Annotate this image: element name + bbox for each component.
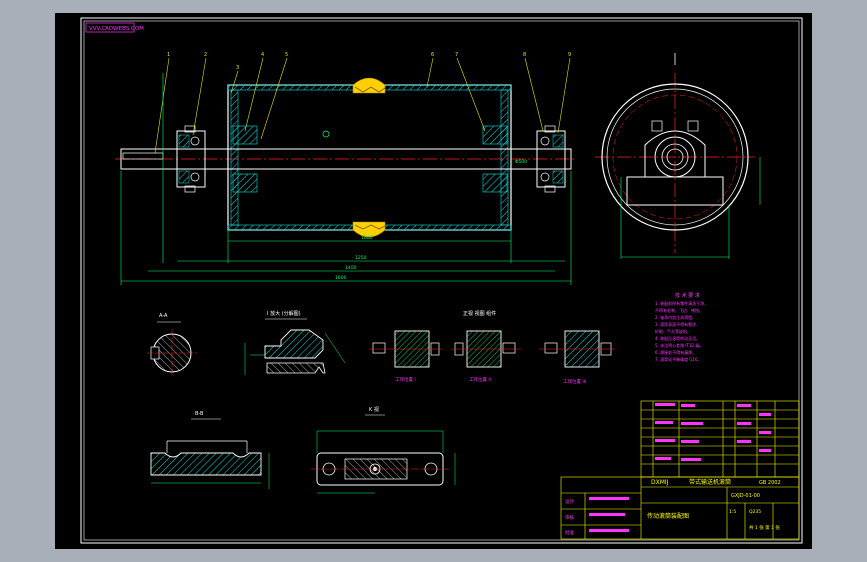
callout-3: 3 [236, 65, 239, 71]
title-checker: 审核 [565, 514, 574, 521]
bearing-left [176, 125, 206, 193]
title-material: Q235 [749, 509, 761, 515]
shaft-section-view: A-A [147, 313, 197, 377]
callout-numbers: 1 2 3 4 5 6 7 8 9 [167, 52, 571, 71]
label-slot-section: B-B [195, 411, 204, 417]
dimension-texts: 1600 1400 1250 1000 Φ500 [335, 159, 527, 281]
pillow-block-body [644, 130, 706, 177]
stamp-text: VVV.CADWEBS.COM [89, 26, 144, 32]
note-line-5: 砂眼、气孔等缺陷。 [655, 328, 691, 334]
stamp-box [85, 22, 135, 33]
note-line-2: 不得有毛刺、飞边、锈蚀。 [655, 307, 703, 313]
block-views: 正视 视图 组件 工作位置 I 工作位置 II 工作位置 III [369, 310, 615, 385]
callout-1: 1 [167, 52, 170, 58]
caption-block-2: 工作位置 II [469, 376, 491, 383]
drawing-sheet: VVV.CADWEBS.COM [55, 13, 812, 549]
notes-title: 技 术 要 求 [675, 292, 700, 299]
note-line-7: 5. 未注明公差按 IT12 级。 [655, 342, 703, 348]
parts-list-table [640, 400, 800, 478]
end-plate-left [230, 89, 239, 226]
drawing-frame: VVV.CADWEBS.COM [80, 17, 803, 544]
caption-block-1: 工作位置 I [395, 376, 416, 383]
block-view-2: 工作位置 II [451, 330, 521, 383]
title-drawing-name: 传动滚筒装配图 [647, 512, 689, 520]
bearing-right [536, 125, 566, 193]
section-marker [322, 130, 330, 138]
drive-shaft [120, 148, 572, 170]
note-line-4: 3. 滚筒表面不得有裂纹、 [655, 321, 700, 327]
lining-patch-bottom [352, 221, 386, 238]
title-block: DXMIJ 带式输送机滚筒 GB 2002 GXJD-01-00 传动滚筒装配图… [560, 476, 800, 540]
label-coupling-detail: I 放大 (分解图) [267, 310, 301, 317]
dimension-lines [120, 73, 572, 285]
callout-2: 2 [204, 52, 207, 58]
note-line-8: 6. 焊接处不得有漏焊。 [655, 349, 696, 355]
end-plate-right [500, 89, 509, 226]
dim-shell-length: 1000 [361, 235, 373, 241]
note-line-9: 7. 滚筒动平衡精度 G16。 [655, 356, 702, 362]
slot-profile [150, 452, 262, 476]
hub-right-top [482, 125, 508, 145]
slot-section-view: B-B [150, 411, 270, 489]
note-line-6: 4. 装配后滚筒转动灵活。 [655, 335, 700, 341]
dim-shell-diameter: Φ500 [515, 159, 527, 165]
callout-7: 7 [455, 52, 458, 58]
label-shaft-section: A-A [159, 313, 168, 319]
main-assembly-view: 1 2 3 4 5 6 7 8 9 1600 1400 1250 1000 Φ5… [115, 52, 577, 285]
hub-right-bottom [482, 173, 508, 193]
parts-list-marks [655, 403, 771, 461]
note-line-3: 2. 轴承内加注润滑脂。 [655, 314, 696, 320]
block-view-1: 工作位置 I [369, 330, 443, 383]
callout-4: 4 [261, 52, 264, 58]
label-housing-view: K 视 [369, 406, 379, 413]
callout-9: 9 [568, 52, 571, 58]
callout-6: 6 [431, 52, 434, 58]
lining-patch-top [352, 77, 386, 94]
title-designer: 设计 [565, 498, 574, 505]
drum-shell [227, 84, 512, 231]
coupling-profile [264, 329, 324, 359]
callout-8: 8 [523, 52, 526, 58]
technical-notes: 技 术 要 求 1. 装配前所有零件清洗干净， 不得有毛刺、飞边、锈蚀。 2. … [655, 292, 708, 362]
dim-shaft-length: 1400 [345, 265, 357, 271]
drawing-canvas[interactable]: VVV.CADWEBS.COM [55, 13, 812, 549]
drum-outline [601, 83, 749, 231]
dim-overall-length: 1600 [335, 275, 347, 281]
title-drawing-no: GXJD-01-00 [731, 493, 760, 499]
label-block-views: 正视 视图 组件 [463, 310, 496, 317]
coupling-detail-view: I 放大 (分解图) [244, 310, 346, 375]
hub-left-bottom [232, 173, 258, 193]
title-standard: GB 2002 [759, 480, 781, 486]
shaft-keyway [122, 152, 164, 160]
callout-5: 5 [285, 52, 288, 58]
title-approver: 批准 [565, 529, 574, 536]
part-leaders [154, 57, 571, 154]
hub-left-top [232, 125, 258, 145]
housing-view: K 视 [311, 406, 456, 494]
title-school: DXMIJ [651, 479, 669, 486]
side-view [595, 53, 761, 259]
note-line-1: 1. 装配前所有零件清洗干净， [655, 300, 708, 306]
block-view-3: 工作位置 III [539, 330, 615, 385]
dim-bearing-span: 1250 [355, 255, 367, 261]
title-sheet: 共 1 张 第 1 张 [749, 524, 780, 531]
caption-block-3: 工作位置 III [563, 378, 586, 385]
title-scale: 1:5 [729, 509, 736, 515]
title-project: 带式输送机滚筒 [689, 478, 731, 486]
